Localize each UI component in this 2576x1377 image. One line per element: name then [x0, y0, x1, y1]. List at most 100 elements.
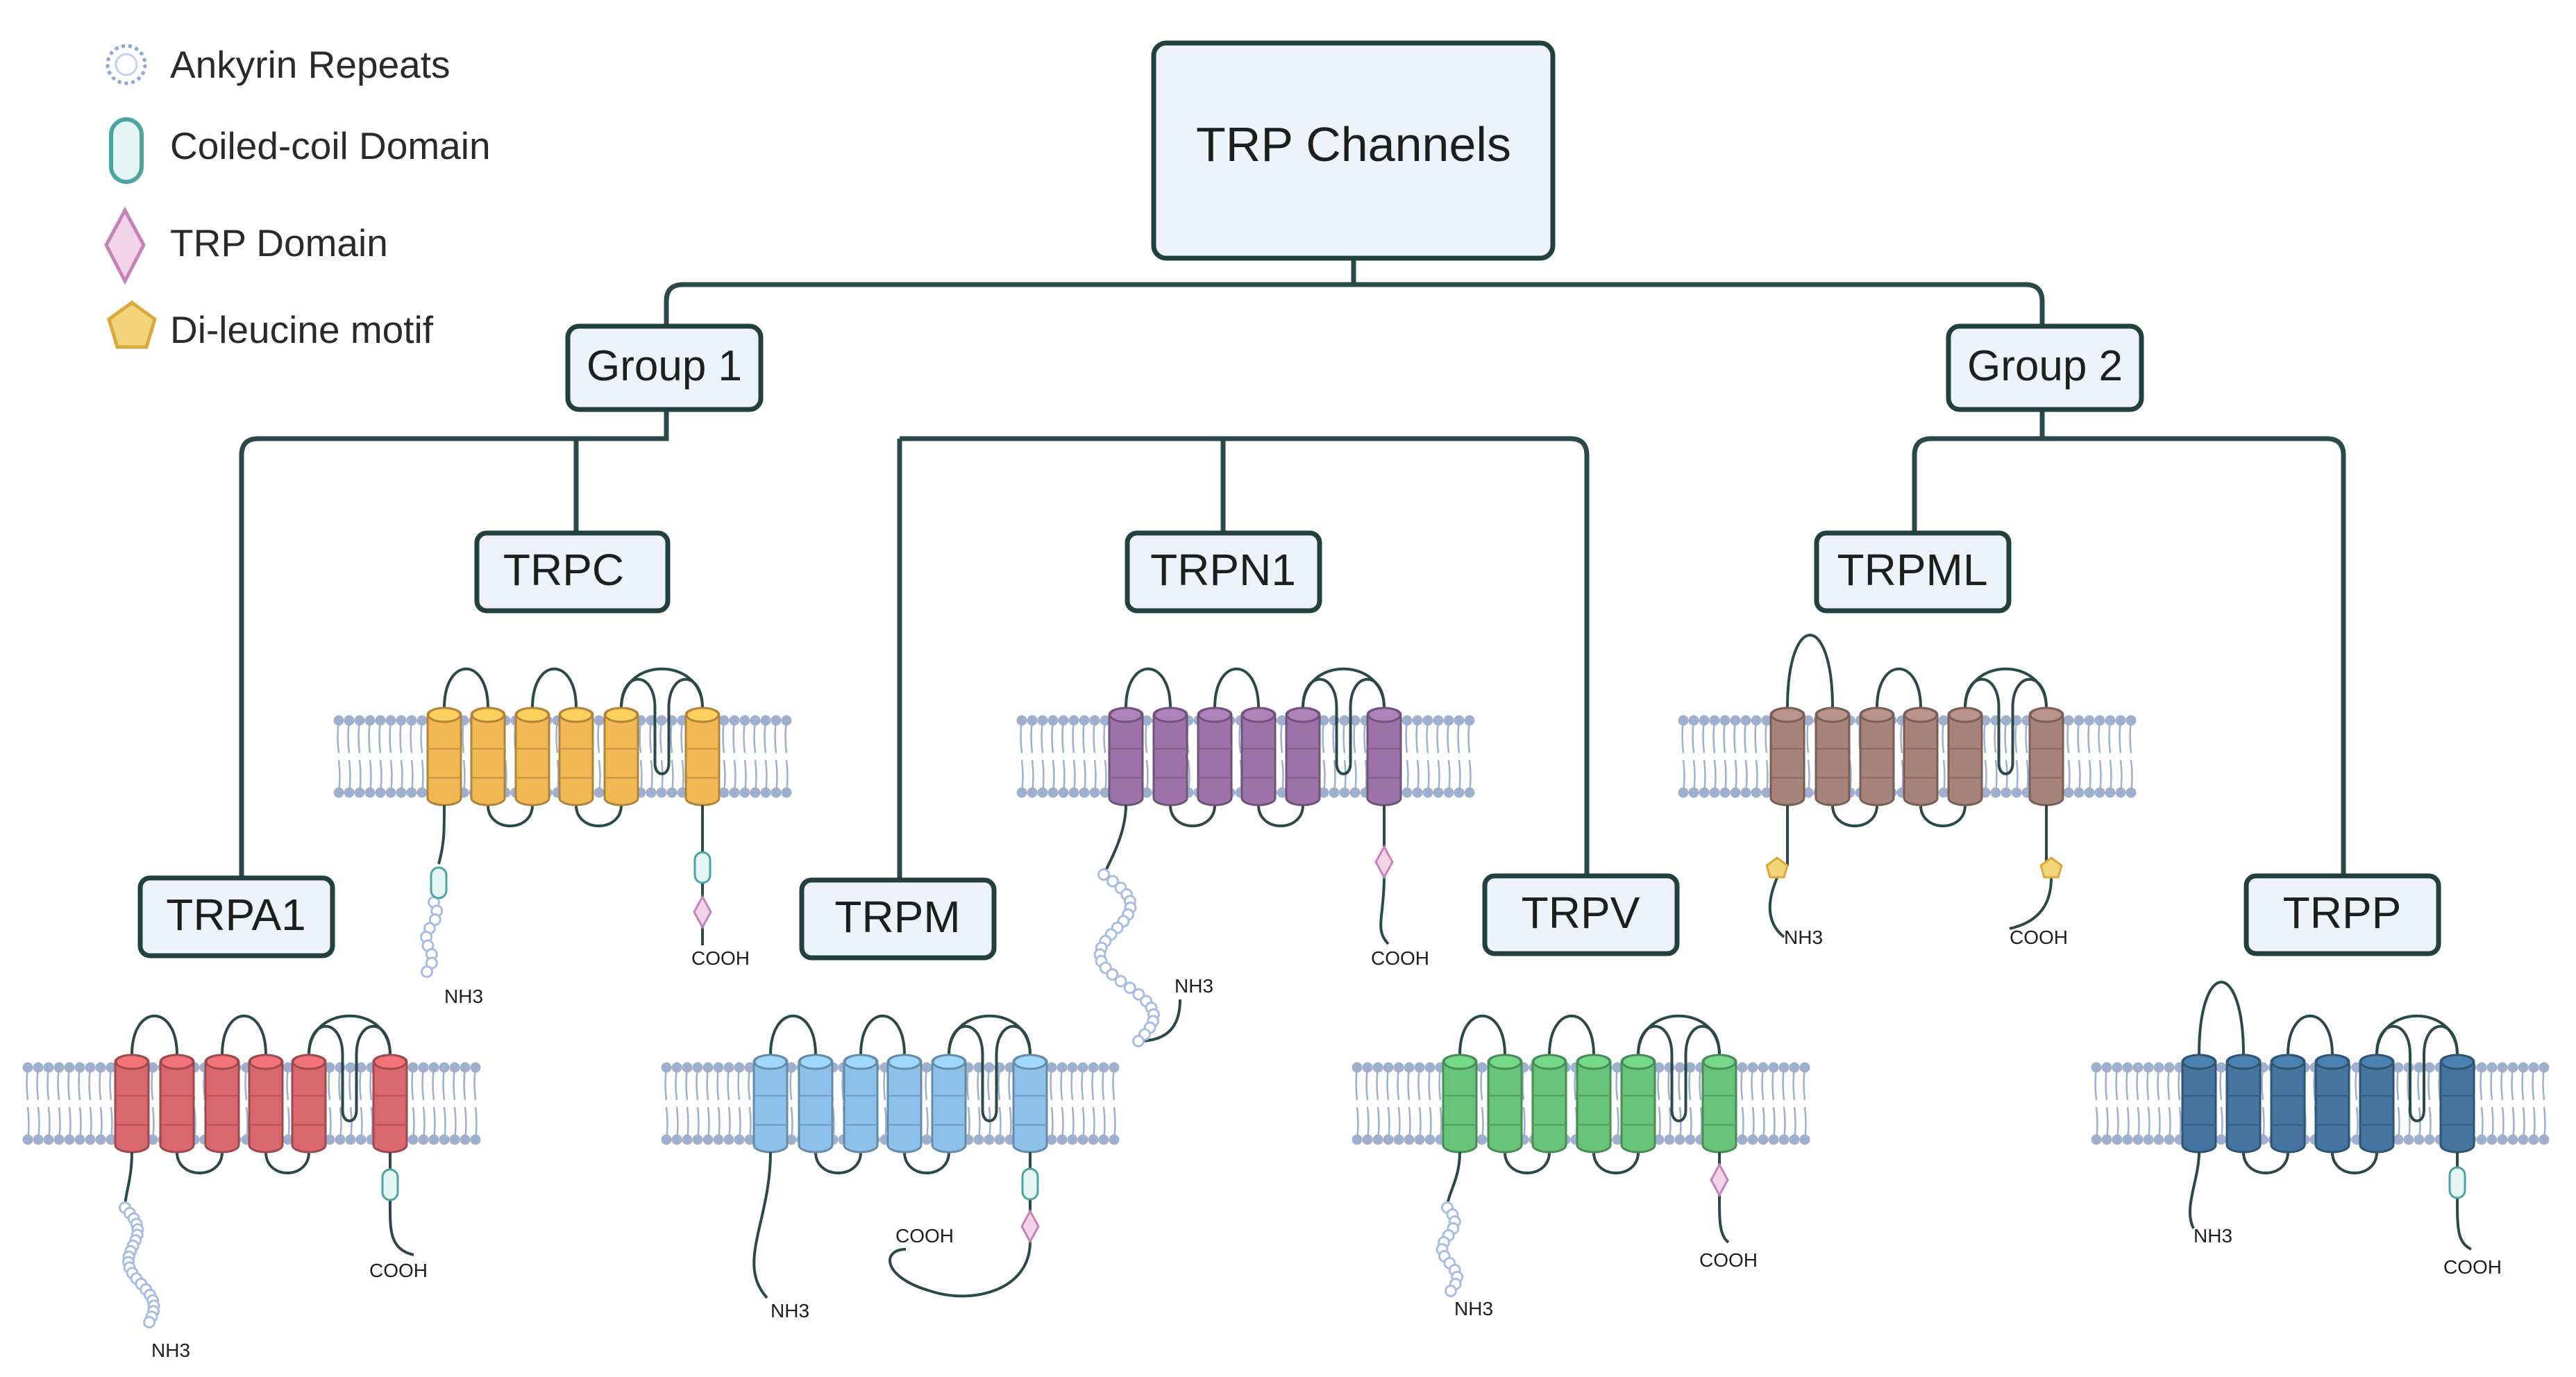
loops: [769, 1014, 1032, 1174]
transmembrane-helix: [1012, 1054, 1048, 1154]
loops: [1458, 1014, 1721, 1174]
trpa1-label: TRPA1: [166, 890, 306, 940]
ankyrin-repeats: [1093, 868, 1160, 1047]
trpn1-node: TRPN1: [1125, 530, 1322, 614]
c-terminus-label: COOH: [1699, 1249, 1758, 1271]
loops: [443, 667, 704, 827]
n-terminus-label: NH3: [2194, 1225, 2232, 1247]
di-leucine-motif: [2039, 856, 2063, 879]
connector-group2-trpml: [1912, 409, 2045, 531]
root-node: TRP Channels: [1151, 40, 1556, 261]
c-terminus-label: COOH: [691, 947, 750, 969]
trpc-channel: NH3 COOH: [333, 667, 792, 1007]
transmembrane-helix: [514, 707, 550, 806]
group-1-label: Group 1: [587, 342, 742, 390]
group-2-node: Group 2: [1946, 323, 2144, 412]
transmembrane-helix: [1620, 1054, 1656, 1154]
coiled-coil-domain: [2448, 1166, 2466, 1199]
transmembrane-helix: [470, 707, 506, 806]
transmembrane-helix: [931, 1054, 967, 1154]
group-1-node: Group 1: [565, 323, 764, 412]
n-terminus-tail: [752, 1151, 772, 1299]
connector-group2-trpp: [2042, 436, 2346, 876]
loops: [1786, 634, 2048, 827]
n-terminus-label: NH3: [1454, 1298, 1493, 1319]
trpn1-label: TRPN1: [1150, 545, 1296, 595]
transmembrane-helix: [248, 1054, 284, 1154]
trpp-label: TRPP: [2283, 888, 2402, 938]
transmembrane-helix: [1442, 1054, 1478, 1154]
transmembrane-helix: [1240, 707, 1277, 806]
n-terminus-tail: [2188, 1151, 2200, 1229]
trp-domain: [1710, 1162, 1729, 1198]
transmembrane-helix: [752, 1054, 789, 1154]
transmembrane-helix: [1366, 707, 1402, 806]
transmembrane-helix: [1903, 707, 1939, 806]
coiled-coil-domain: [381, 1168, 399, 1201]
trpa1-node: TRPA1: [137, 875, 335, 958]
transmembrane-helix: [114, 1054, 150, 1154]
transmembrane-helix: [684, 707, 721, 806]
c-terminus-label: COOH: [895, 1225, 954, 1247]
connector-root-group1: [664, 258, 1356, 326]
transmembrane-helix: [291, 1054, 327, 1154]
trpv-channel: NH3 COOH: [1352, 1014, 1810, 1319]
transmembrane-helix: [558, 707, 594, 806]
legend-label-coiled-coil: Coiled-coil Domain: [170, 124, 491, 167]
transmembrane-helix: [1487, 1054, 1523, 1154]
transmembrane-helix: [2314, 1054, 2350, 1154]
n-terminus-label: NH3: [1175, 975, 1213, 997]
coiled-coil-icon: [109, 117, 144, 184]
trp-domain: [693, 894, 712, 930]
di-leucine-motif: [1765, 856, 1789, 879]
trpc-node: TRPC: [474, 530, 671, 614]
transmembrane-helix: [2181, 1054, 2217, 1154]
transmembrane-helix: [2439, 1054, 2475, 1154]
trpml-node: TRPML: [1814, 530, 2012, 614]
c-terminus-tail: [2456, 1152, 2472, 1251]
root-title: TRP Channels: [1196, 117, 1511, 171]
group-2-label: Group 2: [1967, 342, 2123, 390]
transmembrane-helix: [1108, 707, 1144, 806]
transmembrane-helix: [886, 1054, 923, 1154]
transmembrane-helix: [1947, 707, 1983, 806]
transmembrane-helix: [1197, 707, 1233, 806]
coiled-coil-domain: [1021, 1167, 1039, 1201]
loops: [2198, 981, 2459, 1174]
ankyrin-repeats: [119, 1201, 160, 1328]
transmembrane-helix: [1152, 707, 1188, 806]
transmembrane-helix: [1769, 707, 1805, 806]
transmembrane-helix: [372, 1054, 408, 1154]
transmembrane-helix: [1285, 707, 1321, 806]
transmembrane-helix: [1859, 707, 1895, 806]
transmembrane-helix: [1576, 1054, 1612, 1154]
n-terminus-label: NH3: [151, 1340, 190, 1361]
coiled-coil-domain: [693, 851, 712, 884]
n-terminus-tail: [1446, 1151, 1461, 1208]
transmembrane-helix: [2225, 1054, 2262, 1154]
trpm-label: TRPM: [834, 892, 960, 942]
n-terminus-label: NH3: [444, 986, 483, 1007]
connector-group1-trpv: [900, 436, 1590, 876]
ankyrin-repeat-icon: [106, 44, 147, 85]
loops: [131, 1014, 392, 1174]
legend-label-trp-domain: TRP Domain: [170, 221, 388, 264]
connector-group1-trpa1: [239, 409, 669, 878]
tree-connectors: [239, 258, 2346, 878]
transmembrane-helix: [843, 1054, 879, 1154]
ankyrin-repeats: [1436, 1201, 1464, 1297]
trpv-node: TRPV: [1482, 873, 1680, 956]
n-terminus-label: NH3: [1784, 927, 1823, 948]
trpp-node: TRPP: [2244, 873, 2441, 956]
transmembrane-helix: [2028, 707, 2064, 806]
connector-root-group2: [1354, 282, 2045, 326]
c-terminus-label: COOH: [2443, 1256, 2502, 1278]
